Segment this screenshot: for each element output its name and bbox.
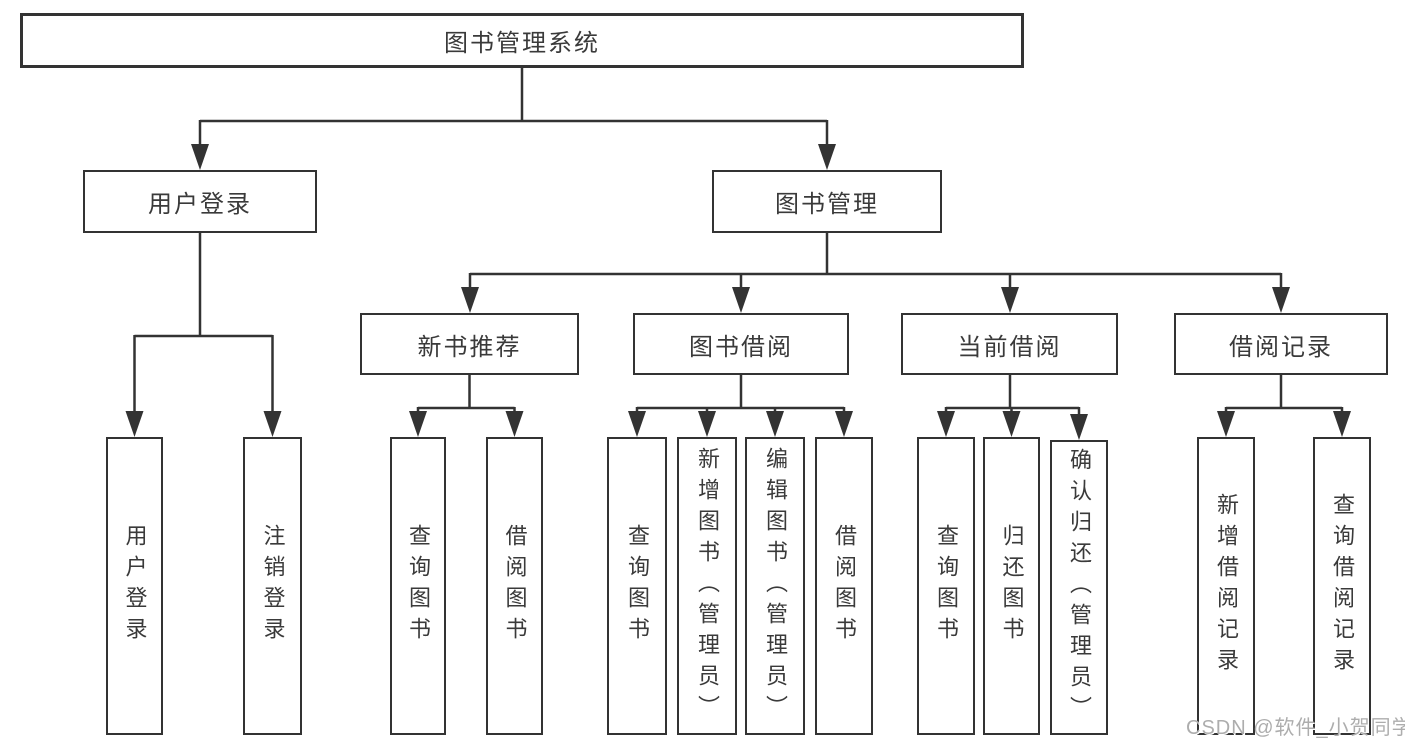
node-label: 图书管理系统 (444, 30, 600, 57)
node-leaf-query-borrow-record: 查询借阅记录 (1313, 437, 1371, 735)
connector-book-management (468, 233, 1283, 289)
node-new-book-recommend: 新书推荐 (360, 313, 579, 375)
node-leaf-query-books-current: 查询图书 (917, 437, 975, 735)
arrowhead (263, 411, 282, 437)
connector-book-borrowing (635, 375, 846, 413)
node-label: 查询图书 (625, 524, 650, 648)
node-label: 新书推荐 (417, 333, 522, 361)
arrowhead (698, 411, 716, 437)
csdn-watermark: CSDN @软件_小贺同学 (1186, 717, 1405, 739)
connector-root (198, 67, 829, 146)
arrowhead (409, 411, 427, 437)
node-label: 用户登录 (122, 524, 148, 648)
node-label: 借阅图书 (832, 524, 857, 648)
node-leaf-user-login: 用户登录 (106, 437, 163, 735)
node-leaf-borrow-books-recommend: 借阅图书 (486, 437, 543, 735)
arrowhead (818, 144, 836, 170)
node-label: 编辑图书（管理员） (763, 446, 788, 726)
node-leaf-add-borrow-record: 新增借阅记录 (1197, 437, 1255, 735)
node-leaf-query-books-recommend: 查询图书 (390, 437, 446, 735)
node-label: 当前借阅 (957, 333, 1062, 361)
arrowhead (766, 411, 784, 437)
node-label: 借阅图书 (502, 524, 528, 648)
node-leaf-add-books-admin: 新增图书（管理员） (677, 437, 737, 735)
arrowhead (1272, 287, 1290, 313)
arrowhead (732, 287, 750, 313)
node-label: 新增图书（管理员） (695, 446, 720, 726)
node-label: 查询图书 (406, 524, 431, 648)
node-leaf-edit-books-admin: 编辑图书（管理员） (745, 437, 805, 735)
node-label: 确认归还（管理员） (1067, 448, 1092, 727)
arrowhead (505, 411, 524, 437)
arrowhead (1001, 287, 1019, 313)
node-label: 图书借阅 (689, 333, 793, 361)
arrowhead (461, 287, 479, 313)
node-library-system: 图书管理系统 (20, 13, 1024, 68)
arrowhead (125, 411, 144, 437)
arrowhead (1217, 411, 1235, 437)
node-leaf-return-books: 归还图书 (983, 437, 1040, 735)
arrowhead (191, 144, 209, 170)
node-label: 用户登录 (148, 191, 252, 218)
node-label: 归还图书 (999, 524, 1025, 648)
connector-borrow-records (1224, 375, 1344, 413)
connector-new-book (416, 375, 516, 413)
node-label: 查询图书 (934, 524, 959, 648)
node-current-borrowing: 当前借阅 (901, 313, 1118, 375)
arrowhead (1002, 411, 1021, 437)
node-book-borrowing: 图书借阅 (633, 313, 849, 375)
node-label: 查询借阅记录 (1330, 493, 1355, 679)
arrowhead (1070, 414, 1088, 440)
node-leaf-logout: 注销登录 (243, 437, 302, 735)
node-borrowing-records: 借阅记录 (1174, 313, 1388, 375)
node-label: 图书管理 (775, 191, 879, 218)
arrowhead (937, 411, 955, 437)
node-leaf-query-books-borrowing: 查询图书 (607, 437, 667, 735)
node-book-management: 图书管理 (712, 170, 942, 233)
arrowhead (1333, 411, 1351, 437)
connector-user-login (133, 233, 274, 413)
node-leaf-borrow-books-borrowing: 借阅图书 (815, 437, 873, 735)
node-leaf-confirm-return-admin: 确认归还（管理员） (1050, 440, 1108, 735)
node-user-login: 用户登录 (83, 170, 317, 233)
node-label: 新增借阅记录 (1214, 493, 1239, 679)
arrowhead (628, 411, 646, 437)
node-label: 借阅记录 (1229, 333, 1333, 361)
node-label: 注销登录 (260, 524, 286, 648)
connector-current-borrowing (944, 375, 1081, 415)
arrowhead (835, 411, 853, 437)
